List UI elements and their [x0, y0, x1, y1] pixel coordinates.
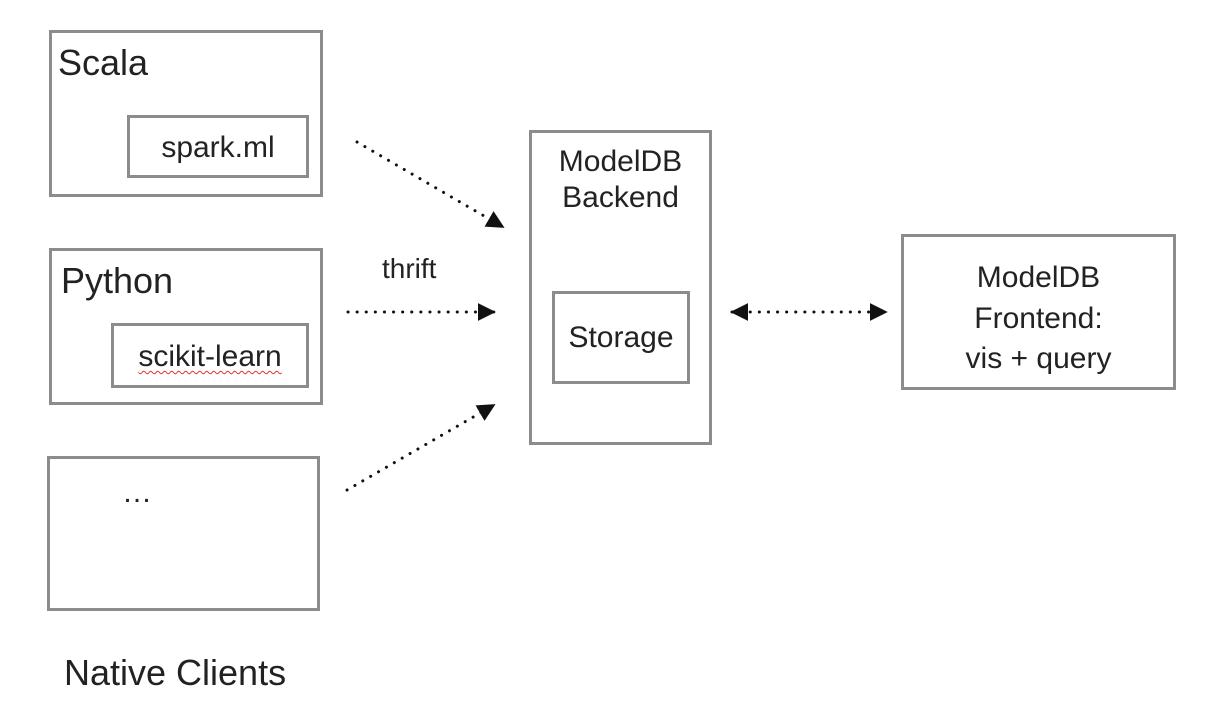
scikit-learn-label: scikit-learn: [111, 342, 309, 372]
thrift-label: thrift: [382, 253, 437, 284]
scala-label: Scala: [58, 42, 149, 83]
frontend-line1: ModelDB: [976, 261, 1101, 294]
modeldb-backend-box: [529, 130, 712, 445]
arrow-other-to-backend: [345, 403, 496, 492]
other-client-label: …: [122, 476, 154, 509]
modeldb-frontend-box: [901, 234, 1176, 390]
storage-box: [552, 291, 690, 384]
native-clients-label: Native Clients: [64, 652, 287, 693]
other-client-box: [47, 456, 320, 611]
frontend-line3: vis + query: [965, 342, 1112, 375]
scikit-learn-box: [111, 323, 309, 388]
python-label: Python: [61, 260, 174, 301]
spark-ml-label: spark.ml: [161, 131, 275, 164]
spark-ml-box: [127, 115, 309, 178]
backend-title-line2: Backend: [562, 181, 679, 214]
frontend-label: ModelDB Frontend: vis + query: [901, 258, 1176, 380]
storage-label: Storage: [568, 321, 674, 354]
scikit-learn-text: scikit-learn: [138, 340, 282, 373]
arrow-scala-to-backend: [355, 140, 505, 229]
frontend-line2: Frontend:: [974, 301, 1103, 335]
backend-title-line1: ModelDB: [558, 145, 683, 178]
backend-title: ModelDB Backend: [529, 144, 712, 216]
